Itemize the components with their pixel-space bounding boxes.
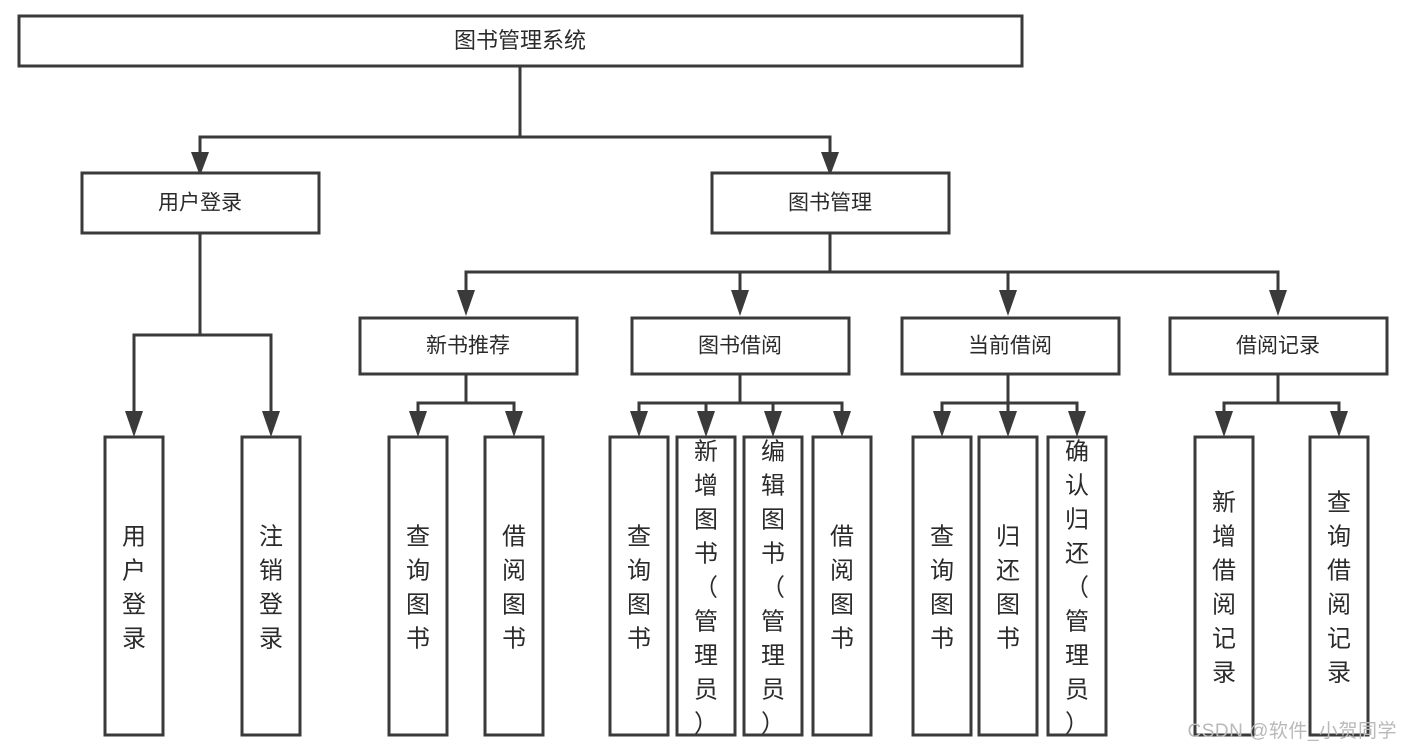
arrow-head-icon (999, 290, 1017, 316)
node-root-label: 图书管理系统 (454, 28, 586, 53)
leaf-label-vertical: 用户登录 (122, 524, 146, 653)
leaf-node[interactable]: 新增图书（管理员） (675, 435, 737, 738)
node-current-borrow-label: 当前借阅 (968, 335, 1052, 358)
leaf-node[interactable]: 查询借阅记录 (1308, 435, 1370, 737)
connector-record-to-leaves (1222, 372, 1341, 414)
leaf-label-vertical: 归还图书 (996, 524, 1020, 653)
leaf-label-vertical: 借阅图书 (830, 524, 854, 653)
leaf-node[interactable]: 借阅图书 (811, 435, 873, 737)
node-new-book-recommend-box[interactable] (358, 316, 579, 376)
arrow-head-icon (1068, 411, 1086, 437)
arrow-head-icon (125, 411, 143, 437)
connector-current-to-leaves (940, 372, 1079, 414)
leaf-box[interactable] (1308, 435, 1370, 737)
leaf-box[interactable] (675, 435, 737, 737)
leaf-label-vertical: 新增图书（管理员） (694, 439, 718, 738)
arrow-head-icon (457, 290, 475, 316)
node-book-borrow-label: 图书借阅 (698, 335, 782, 358)
leaf-label-vertical: 查询图书 (627, 524, 651, 653)
arrow-head-icon (1215, 411, 1233, 437)
arrow-head-icon (833, 411, 851, 437)
leaf-box[interactable] (977, 435, 1039, 737)
leaf-node[interactable]: 借阅图书 (483, 435, 545, 737)
node-user-login-box[interactable] (80, 171, 321, 235)
node-root[interactable]: 图书管理系统 (17, 14, 1024, 68)
leaf-node[interactable]: 注销登录 (240, 435, 302, 737)
arrow-head-icon (409, 411, 427, 437)
node-current-borrow[interactable]: 当前借阅 (900, 316, 1121, 376)
node-borrow-record-label: 借阅记录 (1236, 335, 1320, 358)
node-root-box[interactable] (17, 14, 1024, 68)
arrow-head-icon (1269, 290, 1287, 316)
node-book-management[interactable]: 图书管理 (710, 171, 951, 235)
leaf-node[interactable]: 归还图书 (977, 435, 1039, 737)
node-current-borrow-box[interactable] (900, 316, 1121, 376)
leaf-box[interactable] (387, 435, 449, 737)
node-book-borrow[interactable]: 图书借阅 (630, 316, 851, 376)
node-book-management-label: 图书管理 (788, 192, 872, 215)
connector-root-to-level1 (198, 64, 832, 162)
leaf-label-vertical: 新增借阅记录 (1212, 490, 1236, 687)
leaf-label-vertical: 确认归还（管理员） (1065, 439, 1089, 738)
leaf-box[interactable] (911, 435, 973, 737)
connector-layer (125, 64, 1348, 437)
leaf-label-vertical: 查询图书 (930, 524, 954, 653)
leaf-box[interactable] (1193, 435, 1255, 737)
leaf-box[interactable] (1046, 435, 1108, 737)
leaf-box[interactable] (742, 435, 804, 737)
leaf-box[interactable] (240, 435, 302, 737)
leaf-label-vertical: 借阅图书 (502, 524, 526, 653)
node-user-login[interactable]: 用户登录 (80, 171, 321, 235)
arrow-head-icon (731, 290, 749, 316)
node-book-management-box[interactable] (710, 171, 951, 235)
arrow-head-icon (999, 411, 1017, 437)
arrow-head-icon (697, 411, 715, 437)
arrow-head-icon (821, 152, 839, 176)
arrow-head-icon (1330, 411, 1348, 437)
node-borrow-record-box[interactable] (1168, 316, 1389, 376)
leaf-label-vertical: 注销登录 (259, 524, 283, 653)
leaf-box[interactable] (811, 435, 873, 737)
arrow-head-icon (505, 411, 523, 437)
leaf-label-vertical: 查询图书 (406, 524, 430, 653)
leaf-node[interactable]: 用户登录 (103, 435, 165, 737)
leaf-node[interactable]: 新增借阅记录 (1193, 435, 1255, 737)
arrow-head-icon (764, 411, 782, 437)
node-new-book-recommend[interactable]: 新书推荐 (358, 316, 579, 376)
connector-userlogin-to-leaves (132, 231, 273, 414)
arrow-head-icon (933, 411, 951, 437)
leaf-node[interactable]: 查询图书 (911, 435, 973, 737)
connector-borrow-to-leaves (637, 372, 844, 414)
leaf-node[interactable]: 查询图书 (387, 435, 449, 737)
leaf-label-vertical: 编辑图书（管理员） (761, 439, 785, 738)
leaf-node[interactable]: 查询图书 (608, 435, 670, 737)
node-borrow-record[interactable]: 借阅记录 (1168, 316, 1389, 376)
leaf-label-vertical: 查询借阅记录 (1327, 490, 1351, 687)
leaf-box[interactable] (608, 435, 670, 737)
leaf-node[interactable]: 确认归还（管理员） (1046, 435, 1108, 738)
node-user-login-label: 用户登录 (158, 192, 242, 215)
leaf-node[interactable]: 编辑图书（管理员） (742, 435, 804, 738)
node-book-borrow-box[interactable] (630, 316, 851, 376)
leaf-box[interactable] (483, 435, 545, 737)
node-new-book-recommend-label: 新书推荐 (426, 335, 510, 358)
arrow-head-icon (630, 411, 648, 437)
connector-recommend-to-leaves (416, 372, 516, 414)
connector-bookmgmt-to-level2 (464, 231, 1280, 294)
arrow-head-icon (191, 152, 209, 176)
arrow-head-icon (262, 411, 280, 437)
leaf-box[interactable] (103, 435, 165, 737)
